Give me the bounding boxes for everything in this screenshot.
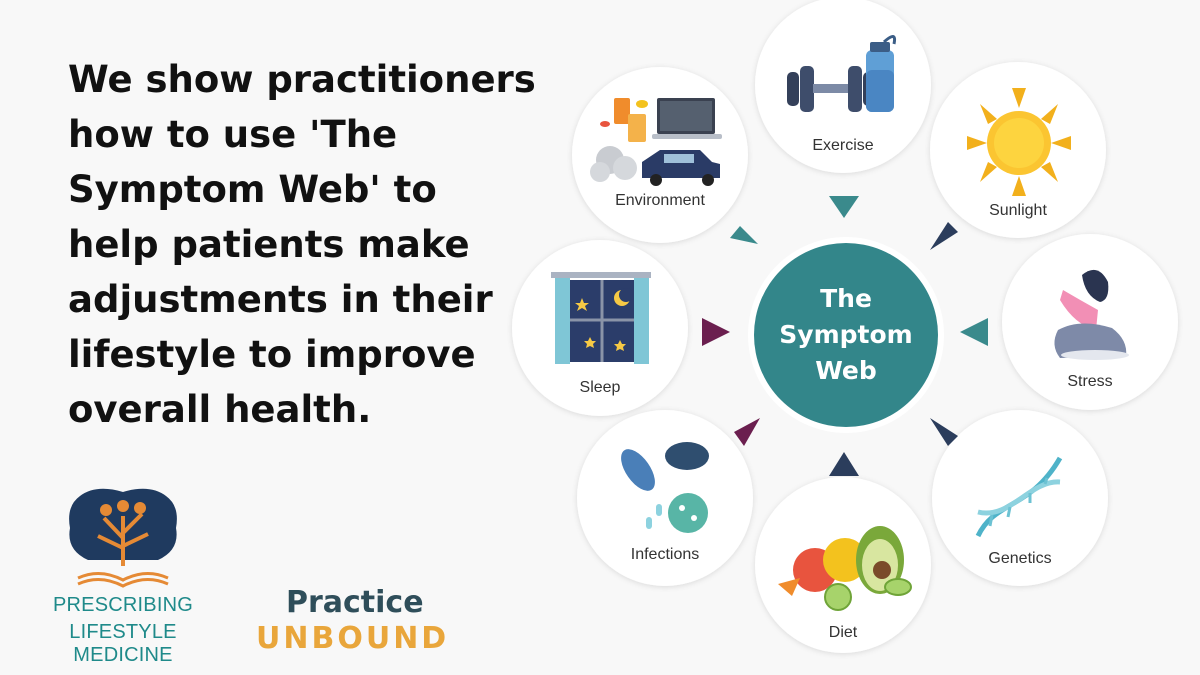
node-exercise: Exercise <box>755 0 931 173</box>
node-sunlight: Sunlight <box>930 62 1106 238</box>
plm-line-2: LIFESTYLE MEDICINE <box>69 621 177 666</box>
node-genetics: Genetics <box>932 410 1108 586</box>
dna-icon <box>975 456 1063 538</box>
node-label-sleep: Sleep <box>580 379 621 396</box>
arrow-genetics <box>930 418 958 446</box>
brain-tree-icon <box>69 488 177 588</box>
water-bottle-icon <box>866 35 896 112</box>
environment-icons <box>590 98 722 186</box>
car-icon <box>642 150 720 178</box>
pill-bottle-icon <box>614 98 630 124</box>
node-environment: Environment <box>572 67 748 243</box>
hub-line-3: Web <box>815 356 877 385</box>
node-diet: Diet <box>755 477 931 653</box>
node-stress: Stress <box>1002 234 1178 410</box>
practice-unbound-logo: Practice UNBOUND <box>250 585 490 665</box>
food-icon <box>778 526 912 611</box>
sun-icon <box>967 88 1071 196</box>
node-label-infections: Infections <box>631 546 699 563</box>
hub-line-2: Symptom <box>779 320 912 349</box>
arrow-stress <box>960 318 988 346</box>
arrow-infections <box>734 418 760 446</box>
pu-line-1: Practice <box>286 585 424 620</box>
hub-line-1: The <box>820 284 872 313</box>
arrow-sleep <box>702 318 730 346</box>
night-window-icon <box>551 272 651 364</box>
stressed-person-icon <box>1054 269 1129 360</box>
plm-line-1: PRESCRIBING <box>52 594 193 616</box>
arrow-diet <box>829 452 859 476</box>
germs-icon <box>621 442 709 533</box>
arrow-exercise <box>829 196 859 218</box>
pu-line-2: UNBOUND <box>256 621 450 656</box>
node-label-genetics: Genetics <box>988 550 1051 567</box>
arrow-environment <box>730 226 758 244</box>
node-label-exercise: Exercise <box>812 137 873 154</box>
node-label-sunlight: Sunlight <box>989 202 1047 219</box>
arrow-sunlight <box>930 222 958 250</box>
hub-symptom-web: The Symptom Web <box>748 237 944 433</box>
node-label-environment: Environment <box>615 192 705 209</box>
headline: We show practitioners how to use 'The Sy… <box>68 58 536 431</box>
prescribing-lifestyle-medicine-logo: PRESCRIBING LIFESTYLE MEDICINE <box>18 488 228 666</box>
node-label-stress: Stress <box>1067 373 1112 390</box>
node-infections: Infections <box>577 410 753 586</box>
node-label-diet: Diet <box>829 624 858 641</box>
node-sleep: Sleep <box>512 240 688 416</box>
